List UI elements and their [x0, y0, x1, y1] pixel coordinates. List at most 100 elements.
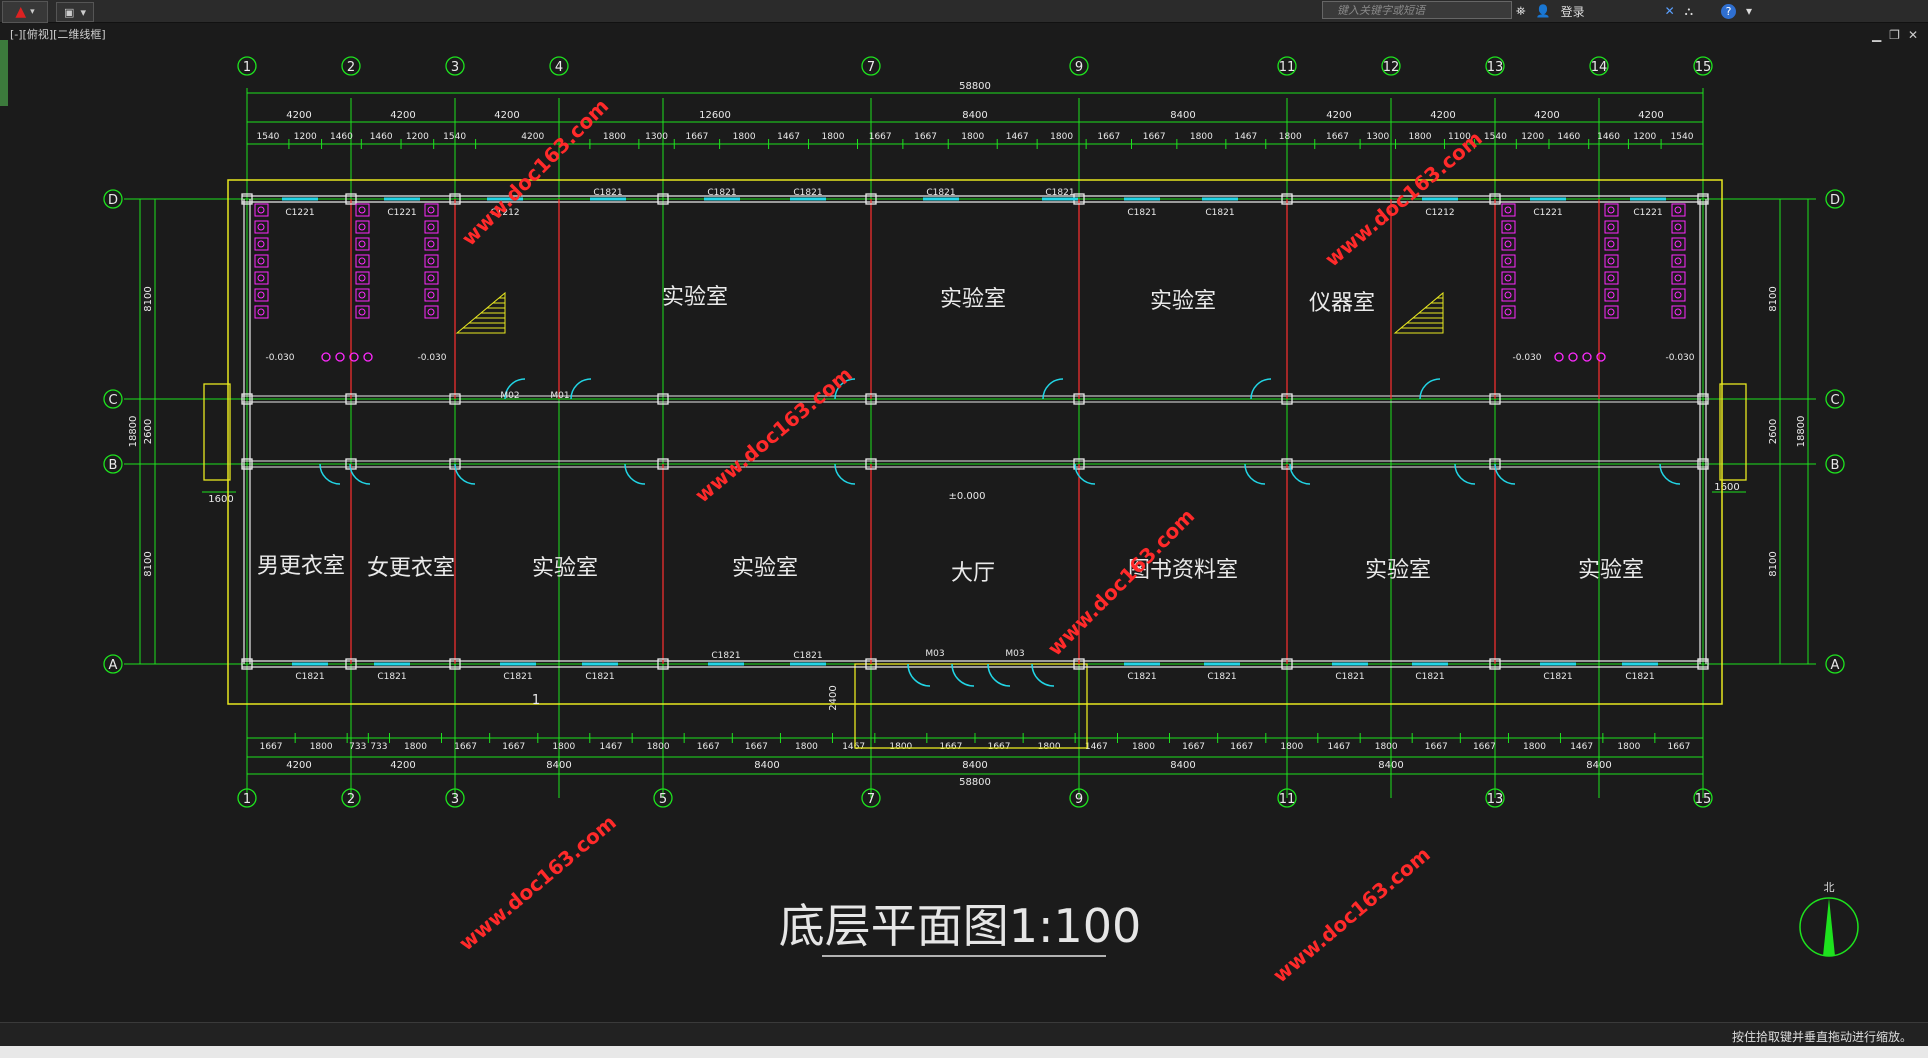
door-swing — [834, 463, 856, 485]
close-icon[interactable]: ✕ — [1907, 28, 1918, 42]
axis-label: A — [109, 658, 118, 673]
window-label: C1821 — [793, 188, 822, 198]
dimension-text: 4200 — [521, 132, 544, 142]
door-label: M03 — [925, 649, 944, 659]
door-swing — [907, 663, 931, 687]
dimension-text: 1800 — [1409, 132, 1432, 142]
dimension-text: 4200 — [286, 760, 311, 771]
axis-bubble — [1381, 56, 1401, 76]
north-label: 北 — [1824, 881, 1835, 894]
door-label: M01 — [550, 391, 569, 401]
toilet-bowl — [1504, 274, 1512, 282]
dimension-text: 1800 — [647, 742, 670, 752]
axis-bubble — [103, 389, 123, 409]
axis-label: A — [1831, 658, 1840, 673]
urinal — [335, 352, 345, 362]
binoculars-icon[interactable]: ⛯ — [1516, 3, 1526, 18]
column — [241, 393, 253, 405]
column — [1073, 393, 1085, 405]
axis-bubble — [1277, 788, 1297, 808]
axis-label: 15 — [1695, 60, 1712, 75]
urinal — [1554, 352, 1564, 362]
restore-icon[interactable]: ❐ — [1889, 28, 1900, 42]
axis-label: C — [108, 393, 117, 408]
toilet-bowl — [358, 308, 366, 316]
dimension-text: 8400 — [754, 760, 779, 771]
column — [449, 393, 461, 405]
axis-bubble — [103, 189, 123, 209]
door-swing — [1659, 463, 1681, 485]
dimension-text: 1467 — [1234, 132, 1257, 142]
axis-label: 2 — [347, 792, 355, 807]
room-label: 实验室 — [662, 285, 728, 310]
toilet-bowl — [427, 257, 435, 265]
urinal — [321, 352, 331, 362]
dimension-text: 1200 — [294, 132, 317, 142]
dimension-text: 1667 — [914, 132, 937, 142]
dimension-text: 1667 — [697, 742, 720, 752]
dimension-text: 1200 — [406, 132, 429, 142]
column — [1697, 458, 1709, 470]
door-swing — [504, 378, 526, 400]
axis-bubble — [103, 654, 123, 674]
exchange-icon[interactable]: ✕ — [1664, 4, 1675, 18]
window-label: C1821 — [793, 651, 822, 661]
axis-bubble — [445, 56, 465, 76]
axis-label: 7 — [867, 792, 875, 807]
axis-bubble — [1485, 788, 1505, 808]
axis-label: 12 — [1383, 60, 1400, 75]
dimension-text: 2600 — [1768, 419, 1779, 444]
dimension-text: 2600 — [143, 419, 154, 444]
axis-bubble — [549, 56, 569, 76]
column — [1073, 658, 1085, 670]
axis-bubble — [1589, 56, 1609, 76]
dimension-text: 1540 — [1484, 132, 1507, 142]
dimension-text: 1460 — [1597, 132, 1620, 142]
axis-bubble — [1825, 454, 1845, 474]
search-input[interactable]: 键入关键字或短语 — [1322, 1, 1512, 19]
window-label: C1821 — [503, 672, 532, 682]
room-label: 实验室 — [732, 556, 798, 581]
toilet-stall — [254, 203, 269, 217]
chevron-down-icon[interactable]: ▾ — [1746, 4, 1753, 18]
toilet-stall — [1671, 220, 1686, 234]
column — [241, 193, 253, 205]
axis-bubble — [1069, 788, 1089, 808]
viewport-controls[interactable]: [-][俯视][二维线框] — [10, 28, 106, 41]
quick-access-toolbar[interactable]: ▣▾ — [56, 2, 94, 22]
toilet-stall — [1671, 305, 1686, 319]
toilet-bowl — [1674, 257, 1682, 265]
door-swing — [1042, 378, 1064, 400]
column — [449, 193, 461, 205]
axis-bubble — [1825, 654, 1845, 674]
login-button[interactable]: 登录 — [1560, 4, 1585, 19]
dimension-text: 1600 — [1714, 482, 1739, 493]
elevation-mark: -0.030 — [417, 353, 446, 363]
toilet-stall — [1501, 220, 1516, 234]
toilet-bowl — [1607, 257, 1615, 265]
room-label: 大厅 — [951, 561, 995, 586]
toilet-stall — [254, 220, 269, 234]
toilet-stall — [1671, 203, 1686, 217]
axis-bubble — [237, 56, 257, 76]
dimension-text: 8400 — [1378, 760, 1403, 771]
axis-bubble — [341, 788, 361, 808]
network-icon[interactable]: ⛬ — [1684, 3, 1694, 18]
toilet-bowl — [257, 257, 265, 265]
minimize-icon[interactable]: ▁ — [1871, 28, 1882, 42]
toilet-stall — [1501, 271, 1516, 285]
toilet-bowl — [1607, 291, 1615, 299]
dimension-text: 1800 — [733, 132, 756, 142]
axis-label: 3 — [451, 792, 459, 807]
toilet-stall — [1604, 237, 1619, 251]
help-button[interactable]: ? — [1721, 3, 1737, 19]
window-label: C1821 — [1127, 672, 1156, 682]
toilet-stall — [1501, 254, 1516, 268]
user-icon[interactable]: 👤 — [1535, 4, 1551, 18]
toilet-bowl — [427, 206, 435, 214]
axis-bubble — [861, 788, 881, 808]
application-menu-button[interactable]: ▲▾ — [2, 1, 48, 23]
toilet-stall — [424, 288, 439, 302]
